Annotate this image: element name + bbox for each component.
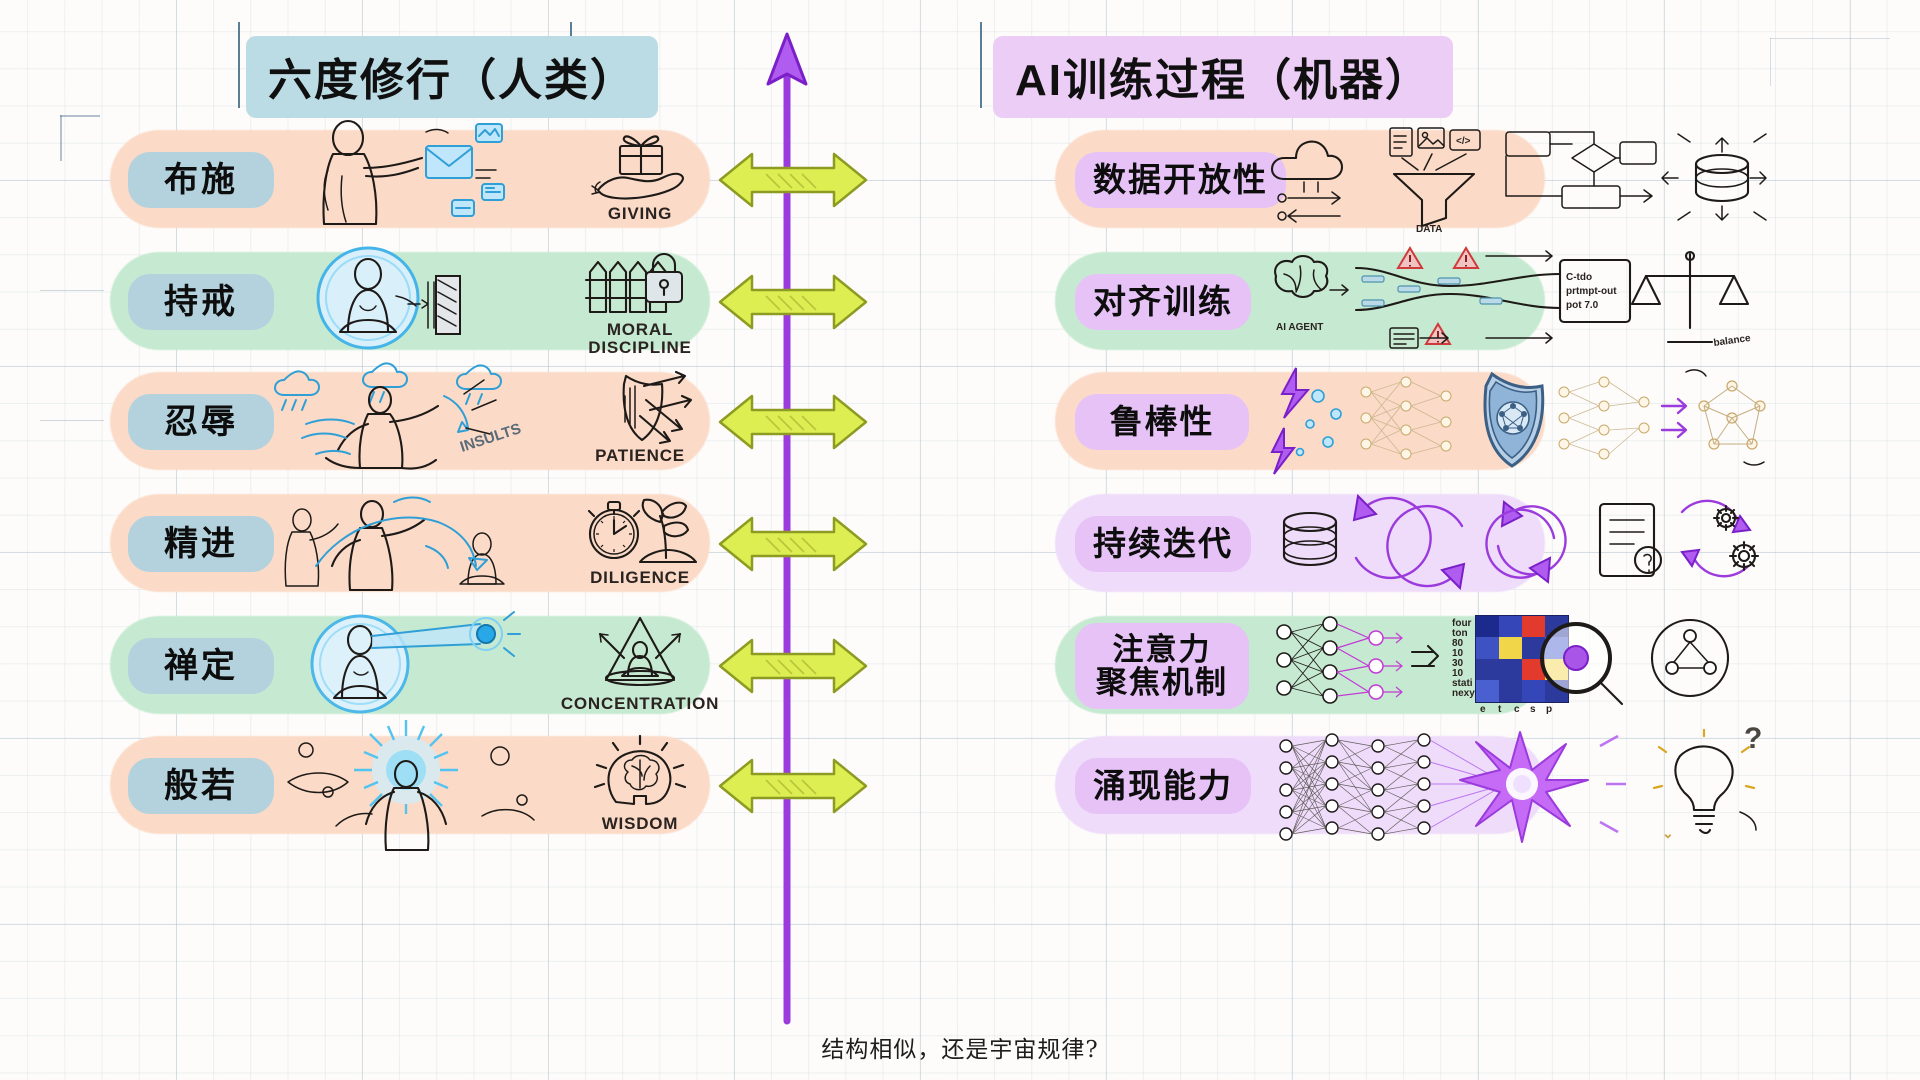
page-title-right: AI训练过程（机器） <box>993 36 1453 118</box>
left-label-text: 持戒 <box>164 282 238 321</box>
right-label-pill[interactable]: 鲁棒性 <box>1075 394 1249 450</box>
right-label-pill[interactable]: 对齐训练 <box>1075 274 1251 330</box>
registration-mark <box>60 115 62 161</box>
svg-text:DATA: DATA <box>1416 224 1442 235</box>
mid-cell-moral: MORAL DISCIPLINE <box>566 250 714 357</box>
left-label-pill[interactable]: 持戒 <box>128 274 274 330</box>
mid-caption: DILIGENCE <box>590 568 690 587</box>
title-tick-left <box>238 22 240 108</box>
right-label-text: 持续迭代 <box>1093 525 1233 563</box>
art-focus-beam <box>310 611 521 714</box>
svg-text:four: four <box>1452 618 1472 629</box>
svg-text:?: ? <box>1744 722 1762 755</box>
svg-text:t: t <box>1498 704 1502 715</box>
art-emergence-burst: ? ⌄ <box>1279 722 1762 843</box>
art-monk-offering <box>322 119 505 226</box>
registration-mark <box>40 420 104 421</box>
mid-cell-patience: PATIENCE <box>566 370 714 465</box>
stopwatch-and-sprout-icon <box>587 498 698 564</box>
svg-text:ton: ton <box>1452 628 1468 639</box>
svg-text:prtmpt-out: prtmpt-out <box>1566 286 1617 297</box>
gift-in-hand-icon <box>591 135 684 200</box>
left-label-text: 般若 <box>164 766 238 805</box>
svg-text:AI AGENT: AI AGENT <box>1276 322 1323 333</box>
art-data-pipeline: </> DATA <box>1270 127 1767 235</box>
left-label-pill[interactable]: 般若 <box>128 758 274 814</box>
head-with-brain-rays-icon <box>593 734 687 806</box>
fence-and-lock-icon <box>584 253 683 314</box>
svg-text:pot 7.0: pot 7.0 <box>1566 300 1599 311</box>
registration-mark <box>40 290 104 291</box>
right-label-text: 涌现能力 <box>1093 767 1233 805</box>
right-label-text: 数据开放性 <box>1093 161 1268 199</box>
left-label-text: 布施 <box>164 160 238 199</box>
shield-with-arrows-icon <box>622 370 693 445</box>
left-label-pill[interactable]: 禅定 <box>128 638 274 694</box>
registration-mark <box>60 115 100 117</box>
svg-text:s: s <box>1530 704 1536 715</box>
mid-caption: MORAL DISCIPLINE <box>588 320 692 357</box>
svg-text:stati: stati <box>1452 678 1473 689</box>
right-label-pill[interactable]: 涌现能力 <box>1075 758 1251 814</box>
art-iteration-loop <box>1282 493 1760 591</box>
left-label-pill[interactable]: 精进 <box>128 516 274 572</box>
left-label-text: 忍辱 <box>164 402 238 441</box>
bidirectional-arrow <box>718 516 868 572</box>
right-label-text: 对齐训练 <box>1093 283 1233 321</box>
page-title-left: 六度修行（人类） <box>246 36 658 118</box>
mid-cell-wisdom: WISDOM <box>566 734 714 833</box>
svg-text:⌄: ⌄ <box>1662 825 1674 841</box>
left-label-pill[interactable]: 布施 <box>128 152 274 208</box>
right-label-text: 注意力 聚焦机制 <box>1096 631 1228 700</box>
left-label-text: 精进 <box>164 524 238 563</box>
meditator-in-light-cone-icon <box>598 616 682 687</box>
bidirectional-arrow <box>718 274 868 330</box>
right-label-pill[interactable]: 持续迭代 <box>1075 516 1251 572</box>
right-label-text: 鲁棒性 <box>1109 403 1215 441</box>
title-tick-right <box>980 22 982 108</box>
svg-text:nexy: nexy <box>1452 688 1475 699</box>
left-label-pill[interactable]: 忍辱 <box>128 394 274 450</box>
registration-mark <box>1770 38 1890 39</box>
art-martial-artist-storm: INSULTS <box>274 362 523 470</box>
svg-text:p: p <box>1546 704 1552 715</box>
mid-caption: PATIENCE <box>595 446 685 465</box>
svg-text:c: c <box>1514 704 1520 715</box>
svg-text:10: 10 <box>1452 668 1464 679</box>
svg-text:balance: balance <box>1713 333 1752 349</box>
svg-text:</>: </> <box>1456 136 1471 147</box>
art-monk-in-bubble <box>316 246 461 350</box>
mid-caption: GIVING <box>607 204 673 223</box>
art-robustness-shield <box>1270 367 1766 475</box>
left-label-text: 禅定 <box>164 646 238 685</box>
svg-text:30: 30 <box>1452 658 1464 669</box>
mid-caption: CONCENTRATION <box>560 694 720 713</box>
svg-text:C-tdo: C-tdo <box>1566 272 1592 283</box>
bidirectional-arrow <box>718 638 868 694</box>
footer-caption: 结构相似，还是宇宙规律? <box>821 1037 1099 1063</box>
mid-cell-concentration: CONCENTRATION <box>561 614 718 713</box>
art-alignment-training: AI AGENT C-tdo prtmpt-out pot 7.0 <box>1274 246 1752 349</box>
right-label-pill[interactable]: 注意力 聚焦机制 <box>1075 623 1249 709</box>
mid-caption: WISDOM <box>601 814 679 833</box>
mid-cell-giving: GIVING <box>566 128 714 223</box>
bidirectional-arrow <box>718 152 868 208</box>
art-training-progression <box>284 496 505 592</box>
right-label-pill[interactable]: 数据开放性 <box>1075 152 1286 208</box>
art-cosmic-radiance <box>287 720 535 852</box>
bidirectional-arrow <box>718 758 868 814</box>
svg-text:e: e <box>1480 704 1486 715</box>
svg-text:80: 80 <box>1452 638 1464 649</box>
registration-mark <box>1770 38 1771 86</box>
svg-text:10: 10 <box>1452 648 1464 659</box>
bidirectional-arrow <box>718 394 868 450</box>
mid-cell-diligence: DILIGENCE <box>566 492 714 587</box>
